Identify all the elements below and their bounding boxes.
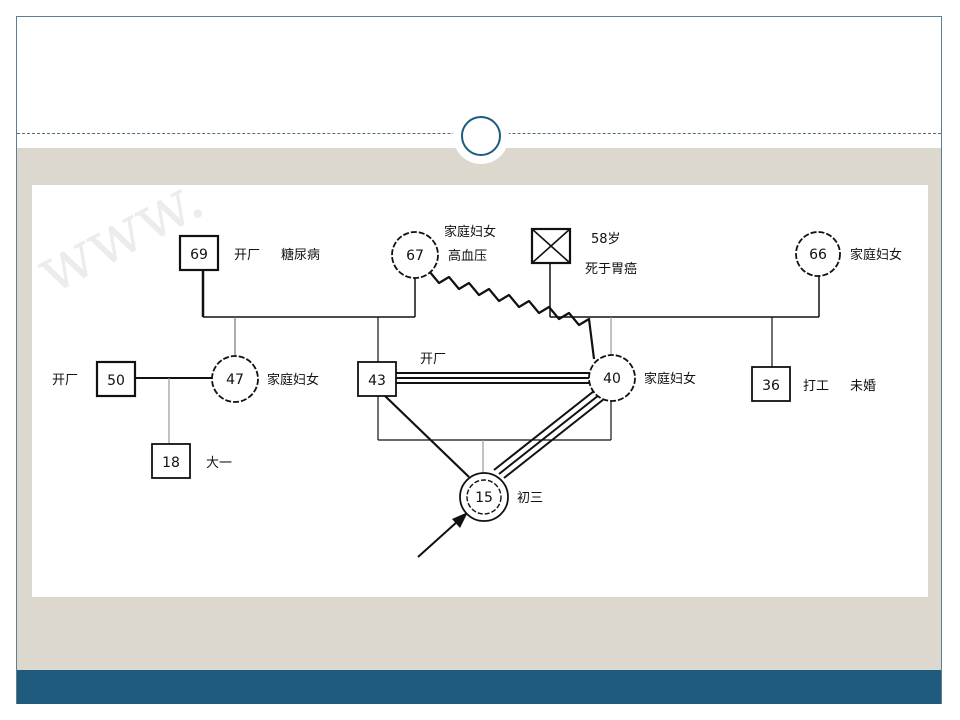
node-shape [211, 355, 259, 403]
node-shape [151, 443, 191, 479]
note-gf-paternal-2: 糖尿病 [281, 247, 320, 263]
node-shape [795, 231, 841, 277]
node-age: 66 [809, 247, 827, 263]
relation-fused-mother-proband-1 [493, 390, 595, 471]
node-cousin: 18 [151, 443, 191, 479]
node-age: 43 [368, 373, 386, 389]
node-shape [95, 360, 137, 398]
node-age: 36 [762, 378, 780, 394]
ornament-ring [461, 116, 501, 156]
genogram-figure: www. [32, 185, 928, 597]
note-maternal-uncle-1: 打工 [803, 379, 829, 394]
node-aunt: 47 [211, 355, 259, 403]
slide-footer-bar [17, 670, 941, 704]
node-gm-maternal: 66 [795, 231, 841, 277]
deceased-cross-icon [531, 228, 571, 264]
node-father: 43 [357, 361, 397, 397]
node-proband: 15 [459, 472, 509, 522]
node-mother: 40 [588, 354, 636, 402]
proband-arrow-icon [452, 512, 468, 528]
relation-close-father-proband [383, 394, 470, 478]
node-age: 40 [603, 371, 621, 387]
node-shape-inner [466, 479, 502, 515]
note-gf-maternal-1: 死于胃癌 [585, 261, 637, 277]
note-gm-maternal-1: 家庭妇女 [850, 247, 902, 263]
relation-fused-mother-proband-3 [503, 398, 605, 479]
note-cousin-1: 大一 [206, 456, 232, 471]
note-uncle-spouse-1: 开厂 [52, 373, 78, 388]
node-gf-paternal: 69 [178, 234, 220, 272]
note-gf-paternal-1: 开厂 [234, 248, 260, 263]
node-gf-maternal [530, 227, 572, 265]
note-gm-paternal-2: 高血压 [448, 248, 487, 264]
note-father-1: 开厂 [420, 352, 446, 367]
genogram-svg: www. [32, 185, 902, 558]
relation-fused-mother-proband-2 [498, 394, 600, 475]
proband-arrow-shaft [417, 520, 459, 558]
divider-ornament-icon [453, 108, 509, 164]
node-maternal-uncle: 36 [751, 366, 791, 402]
node-shape [357, 361, 397, 397]
note-aunt-1: 家庭妇女 [267, 372, 319, 388]
note-maternal-uncle-2: 未婚 [850, 379, 876, 394]
node-age: 69 [190, 247, 208, 263]
node-uncle-spouse: 50 [95, 360, 137, 398]
node-age: 50 [107, 373, 125, 389]
node-age: 15 [475, 490, 493, 506]
node-shape [178, 234, 220, 272]
relation-conflict-gm-mother [428, 270, 596, 360]
node-age: 67 [406, 248, 424, 264]
note-proband-1: 初三 [517, 491, 543, 506]
node-shape [391, 231, 439, 279]
note-gf-maternal-age: 58岁 [591, 232, 621, 247]
node-age: 47 [226, 372, 244, 388]
node-gm-paternal: 67 [391, 231, 439, 279]
node-age: 18 [162, 455, 180, 471]
node-shape [588, 354, 636, 402]
node-shape [751, 366, 791, 402]
note-gm-paternal-1: 家庭妇女 [444, 224, 496, 240]
note-mother-1: 家庭妇女 [644, 371, 696, 387]
